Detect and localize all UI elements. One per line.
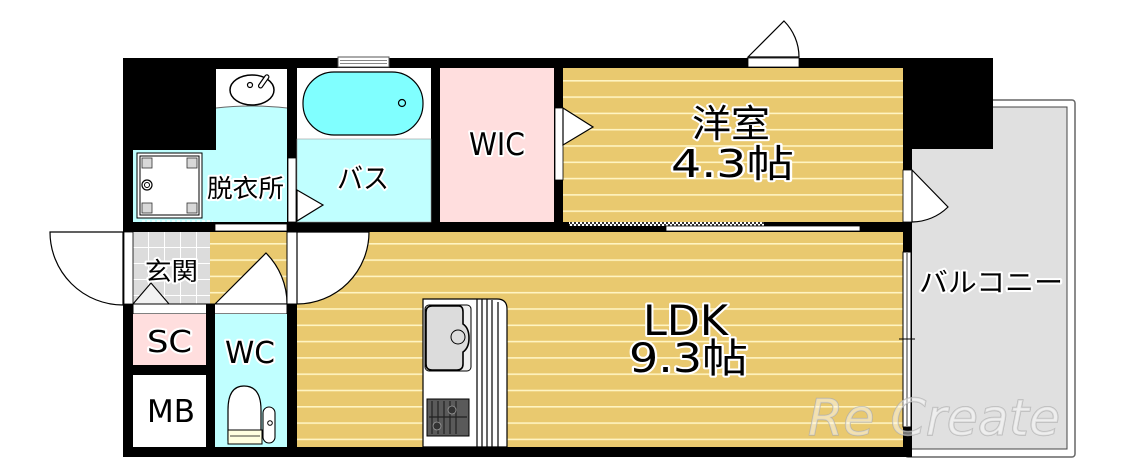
ldk-size: 9.3帖	[629, 336, 748, 382]
ldk-label: LDK	[643, 296, 729, 345]
bath: バス	[296, 56, 432, 223]
shoe-closet: SC	[133, 314, 206, 365]
western-room: 洋室 4.3帖	[563, 68, 903, 222]
washbasin-icon	[229, 74, 275, 106]
balcony-door-icon	[902, 168, 949, 223]
entrance-label: 玄関	[145, 257, 198, 286]
bath-label: バス	[337, 162, 389, 195]
dressing-room-label: 脱衣所	[207, 174, 284, 203]
wall-sc-wc	[206, 304, 215, 447]
wic-door-icon	[554, 106, 595, 181]
balcony-label: バルコニー	[919, 268, 1063, 299]
bath-window-icon	[337, 56, 390, 68]
front-door-icon	[49, 231, 134, 306]
kitchen-sink-icon	[424, 304, 472, 372]
ldk-window-icon	[899, 251, 915, 428]
dressing-room: 脱衣所	[133, 69, 288, 222]
walk-in-closet: WIC	[440, 68, 554, 222]
bath-door-icon	[287, 157, 325, 223]
shoe-closet-label: SC	[147, 325, 192, 360]
toilet-room: WC	[215, 314, 287, 447]
toilet-icon	[227, 385, 276, 445]
western-room-top-door-icon	[746, 20, 800, 68]
gas-stove-icon	[426, 398, 470, 437]
toilet-label: WC	[225, 336, 275, 371]
wic-label: WIC	[469, 127, 525, 163]
ldk-door-icon	[286, 231, 370, 305]
western-room-label: 洋室	[692, 102, 770, 146]
washing-machine-pan-icon	[136, 152, 203, 219]
bathtub-icon	[302, 71, 424, 136]
watermark: Re Create	[808, 389, 1060, 447]
sliding-door-icon	[569, 222, 861, 232]
meter-box-label: MB	[147, 394, 195, 430]
entrance: 玄関	[131, 232, 210, 305]
western-room-size: 4.3帖	[671, 142, 794, 186]
kitchen-counter-icon	[422, 298, 508, 448]
ldk: LDK 9.3帖	[297, 232, 903, 448]
meter-box: MB	[133, 375, 206, 447]
balcony	[904, 99, 1076, 458]
